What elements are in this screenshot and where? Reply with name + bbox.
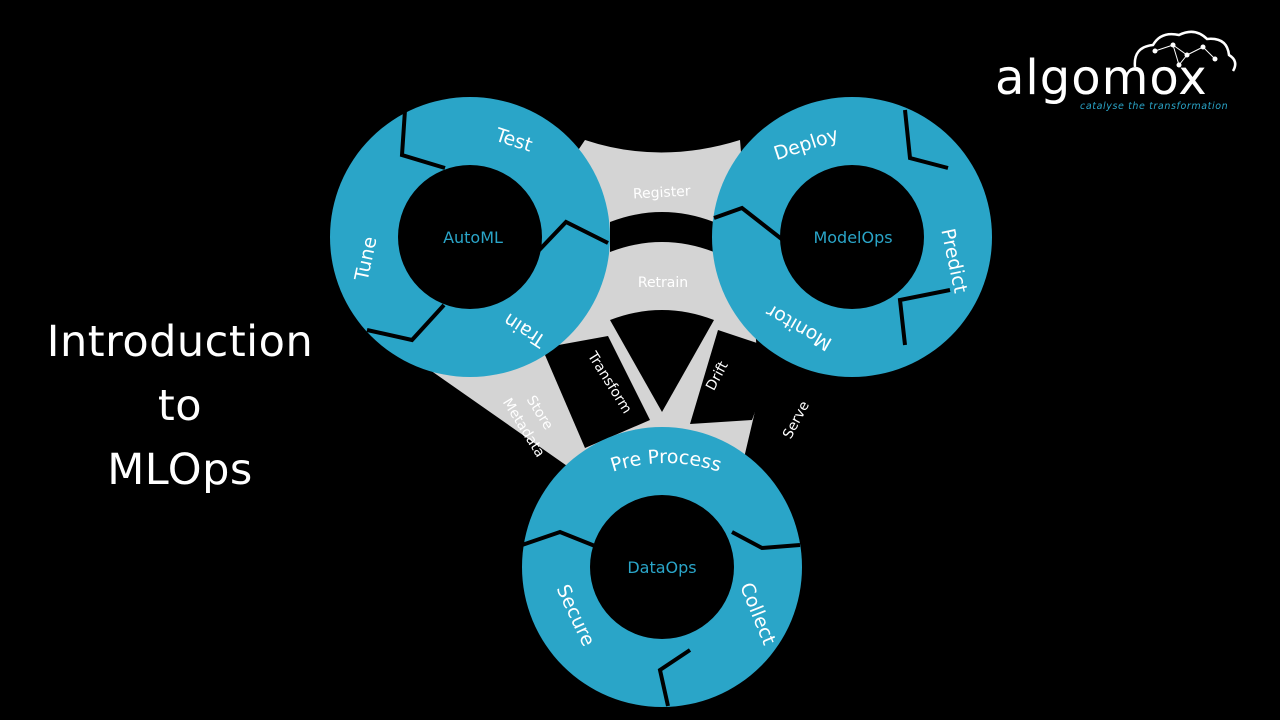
automl-cycle: AutoML Test Tune Train (330, 97, 610, 377)
dataops-hub (590, 495, 734, 639)
slide-title-line-3: MLOps (107, 445, 253, 495)
dataops-hub-label: DataOps (627, 558, 696, 577)
network-links (1154, 44, 1216, 66)
logo-wordmark: algomox (995, 50, 1208, 106)
dataops-ring-dividers (521, 529, 801, 707)
modelops-cycle: ModelOps Deploy Predict Monitor (712, 97, 992, 377)
dataops-cycle: DataOps Pre Process Secure Collect (521, 427, 802, 707)
cloud-outline (1133, 30, 1237, 72)
slide-title: Introduction to MLOps (20, 310, 340, 502)
slide-title-line-2: to (157, 381, 203, 431)
cloud-network-icon (1133, 30, 1237, 72)
modelops-ring-dividers (713, 109, 951, 346)
automl-hub-label: AutoML (443, 228, 503, 247)
modelops-hub-label: ModelOps (813, 228, 892, 247)
connector-label-serve: Serve (780, 399, 813, 442)
slide-title-line-1: Introduction (46, 317, 314, 367)
connector-label-retrain: Retrain (638, 275, 688, 291)
connector-gap-right (690, 330, 778, 424)
connector-gap-top (610, 212, 714, 252)
algomox-logo: algomox catalyse the transformation (985, 25, 1255, 125)
automl-ring-dividers (366, 109, 609, 343)
connector-band (430, 140, 778, 475)
logo-tagline: catalyse the transformation (1080, 101, 1229, 112)
connector-gap-left (542, 336, 650, 448)
modelops-hub (780, 165, 924, 309)
connector-gap-center (610, 310, 714, 412)
connector-label-register: Register (633, 183, 692, 202)
automl-hub (398, 165, 542, 309)
